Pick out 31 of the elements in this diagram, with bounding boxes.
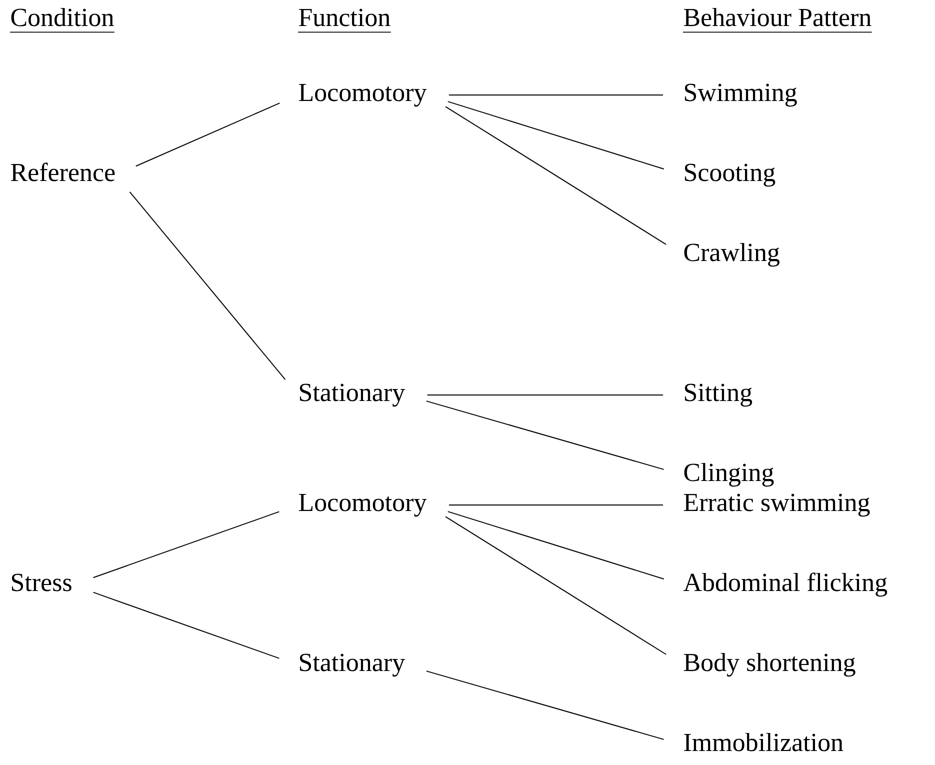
connector-line — [448, 504, 664, 506]
connector-line — [445, 516, 667, 655]
connector-line — [92, 592, 280, 659]
node-label: Stationary — [300, 384, 405, 407]
node-label: Erratic swimming — [684, 494, 870, 517]
node-label: Scooting — [684, 164, 776, 187]
node-label: Crawling — [684, 242, 780, 267]
connector-line — [447, 511, 664, 580]
node-label: Abdominal flicking — [683, 572, 888, 597]
connector-line — [447, 101, 664, 170]
connector-line — [426, 670, 664, 740]
node-label: Immobilization — [684, 732, 844, 752]
connector-line — [92, 511, 280, 578]
connector-line — [129, 191, 286, 380]
node-label: Body shortening — [684, 652, 856, 677]
column-heading: Function — [298, 8, 392, 33]
node-label: Locomotory — [298, 84, 427, 107]
node-label: Stress — [12, 574, 72, 592]
node-label: Reference — [10, 162, 115, 182]
node-label: Stationary — [300, 654, 405, 677]
node-label: Swimming — [684, 84, 797, 107]
column-heading: Condition — [10, 8, 115, 33]
node-label: Locomotory — [298, 494, 427, 517]
connector-line — [426, 400, 664, 470]
column-heading: Behaviour Pattern — [682, 8, 872, 33]
node-label: Sitting — [684, 384, 752, 407]
node-label: Clinging — [684, 462, 774, 487]
connector-line — [445, 106, 667, 245]
connector-line — [135, 102, 280, 167]
connector-line — [448, 94, 664, 96]
connector-line — [426, 394, 664, 396]
